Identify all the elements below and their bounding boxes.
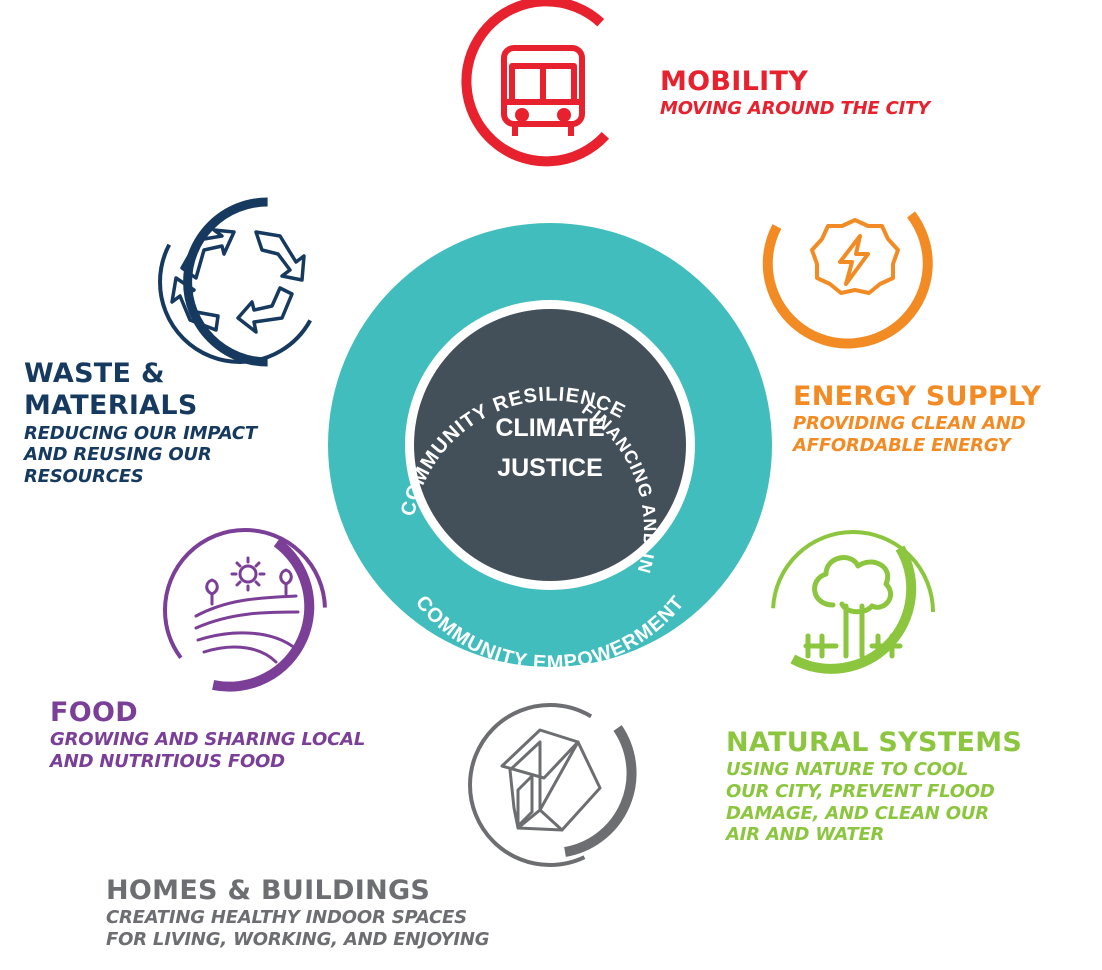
food-label: FOOD GROWING AND SHARING LOCAL AND NUTRI… <box>50 697 365 773</box>
energy-subtitle-line1: PROVIDING CLEAN AND <box>793 413 1026 435</box>
natural-subtitle-line3: DAMAGE, AND CLEAN OUR <box>726 802 989 824</box>
recycle-icon <box>170 228 306 334</box>
energy-label: ENERGY SUPPLY PROVIDING CLEAN AND AFFORD… <box>793 381 1041 457</box>
natural-title: NATURAL SYSTEMS <box>726 727 1023 758</box>
hub-title-line2: JUSTICE <box>497 454 603 482</box>
homes-arc-thin <box>468 703 632 867</box>
bus-icon <box>501 45 585 136</box>
natural-subtitle-line2: OUR CITY, PREVENT FLOOD <box>726 780 995 802</box>
natural-node <box>771 530 935 694</box>
food-arc-thin <box>163 528 327 692</box>
field-sun-icon <box>194 556 300 664</box>
food-subtitle-line1: GROWING AND SHARING LOCAL <box>50 729 366 751</box>
food-subtitle-line2: AND NUTRITIOUS FOOD <box>50 750 285 772</box>
mobility-subtitle-line1: MOVING AROUND THE CITY <box>660 98 931 120</box>
natural-label: NATURAL SYSTEMS USING NATURE TO COOL OUR… <box>726 727 1022 846</box>
hub-title-line1: CLIMATE <box>495 414 604 442</box>
natural-subtitle-line4: AIR AND WATER <box>726 824 885 846</box>
food-arc <box>212 538 315 692</box>
tree-icon <box>803 555 903 659</box>
homes-arc <box>564 725 637 857</box>
food-title: FOOD <box>50 697 138 728</box>
mobility-arc <box>461 0 610 167</box>
mobility-label: MOBILITY MOVING AROUND THE CITY <box>660 66 930 120</box>
energy-subtitle-line2: AFFORDABLE ENERGY <box>793 434 1011 456</box>
natural-arc-thin <box>771 530 935 694</box>
mobility-title: MOBILITY <box>660 66 809 97</box>
waste-arc <box>183 197 268 367</box>
homes-subtitle-line2: FOR LIVING, WORKING, AND ENJOYING <box>106 928 490 950</box>
waste-arc-thin <box>158 200 322 364</box>
energy-arc <box>762 211 933 349</box>
waste-subtitle-line1: REDUCING OUR IMPACT <box>24 422 257 444</box>
waste-node <box>158 197 322 367</box>
energy-node <box>762 211 933 349</box>
lightning-sun-icon <box>810 218 900 295</box>
homes-node <box>468 703 637 867</box>
house-icon <box>500 728 602 832</box>
food-node <box>163 528 327 692</box>
natural-subtitle-line1: USING NATURE TO COOL <box>726 759 969 781</box>
homes-label: HOMES & BUILDINGS CREATING HEALTHY INDOO… <box>106 875 489 951</box>
mobility-node <box>461 0 610 167</box>
waste-label: WASTE & MATERIALS REDUCING OUR IMPACT AN… <box>24 358 257 488</box>
hub-core <box>414 309 686 581</box>
waste-title-line1: WASTE & <box>24 358 165 389</box>
homes-title: HOMES & BUILDINGS <box>106 875 431 906</box>
waste-subtitle-line3: RESOURCES <box>24 465 144 487</box>
homes-subtitle-line1: CREATING HEALTHY INDOOR SPACES <box>106 907 467 929</box>
energy-title: ENERGY SUPPLY <box>793 381 1042 412</box>
waste-subtitle-line2: AND REUSING OUR <box>24 444 212 466</box>
waste-title-line2: MATERIALS <box>24 390 198 422</box>
